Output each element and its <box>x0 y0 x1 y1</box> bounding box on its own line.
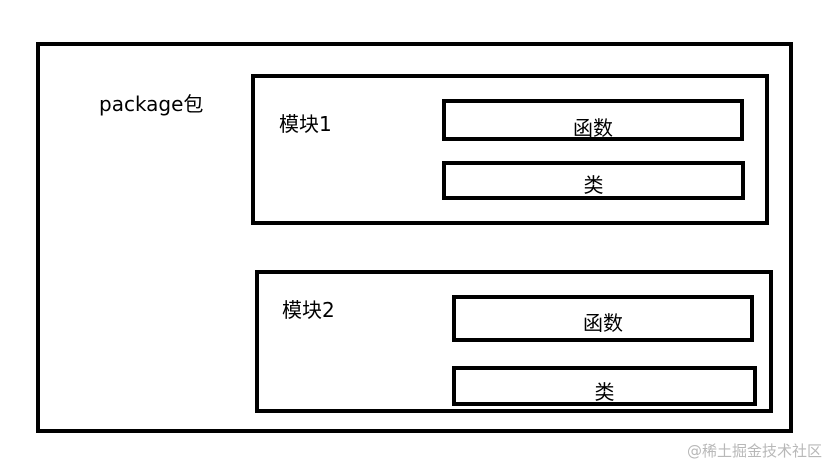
package-label: package包 <box>99 92 204 116</box>
module-1-class-label: 类 <box>583 173 604 197</box>
module-2-function-box: 函数 <box>452 295 754 342</box>
module-1-label: 模块1 <box>279 112 332 136</box>
module-2-box <box>255 270 773 413</box>
module-1-class-box: 类 <box>442 161 745 200</box>
module-1-function-label: 函数 <box>573 116 613 140</box>
module-2-class-box: 类 <box>452 366 757 406</box>
module-2-label: 模块2 <box>282 298 335 322</box>
watermark-text: @稀土掘金技术社区 <box>686 442 822 460</box>
module-2-class-label: 类 <box>594 380 615 404</box>
module-2-function-label: 函数 <box>583 311 623 335</box>
module-1-function-box: 函数 <box>442 99 744 141</box>
module-1-box <box>251 74 769 225</box>
package-box <box>36 42 793 433</box>
